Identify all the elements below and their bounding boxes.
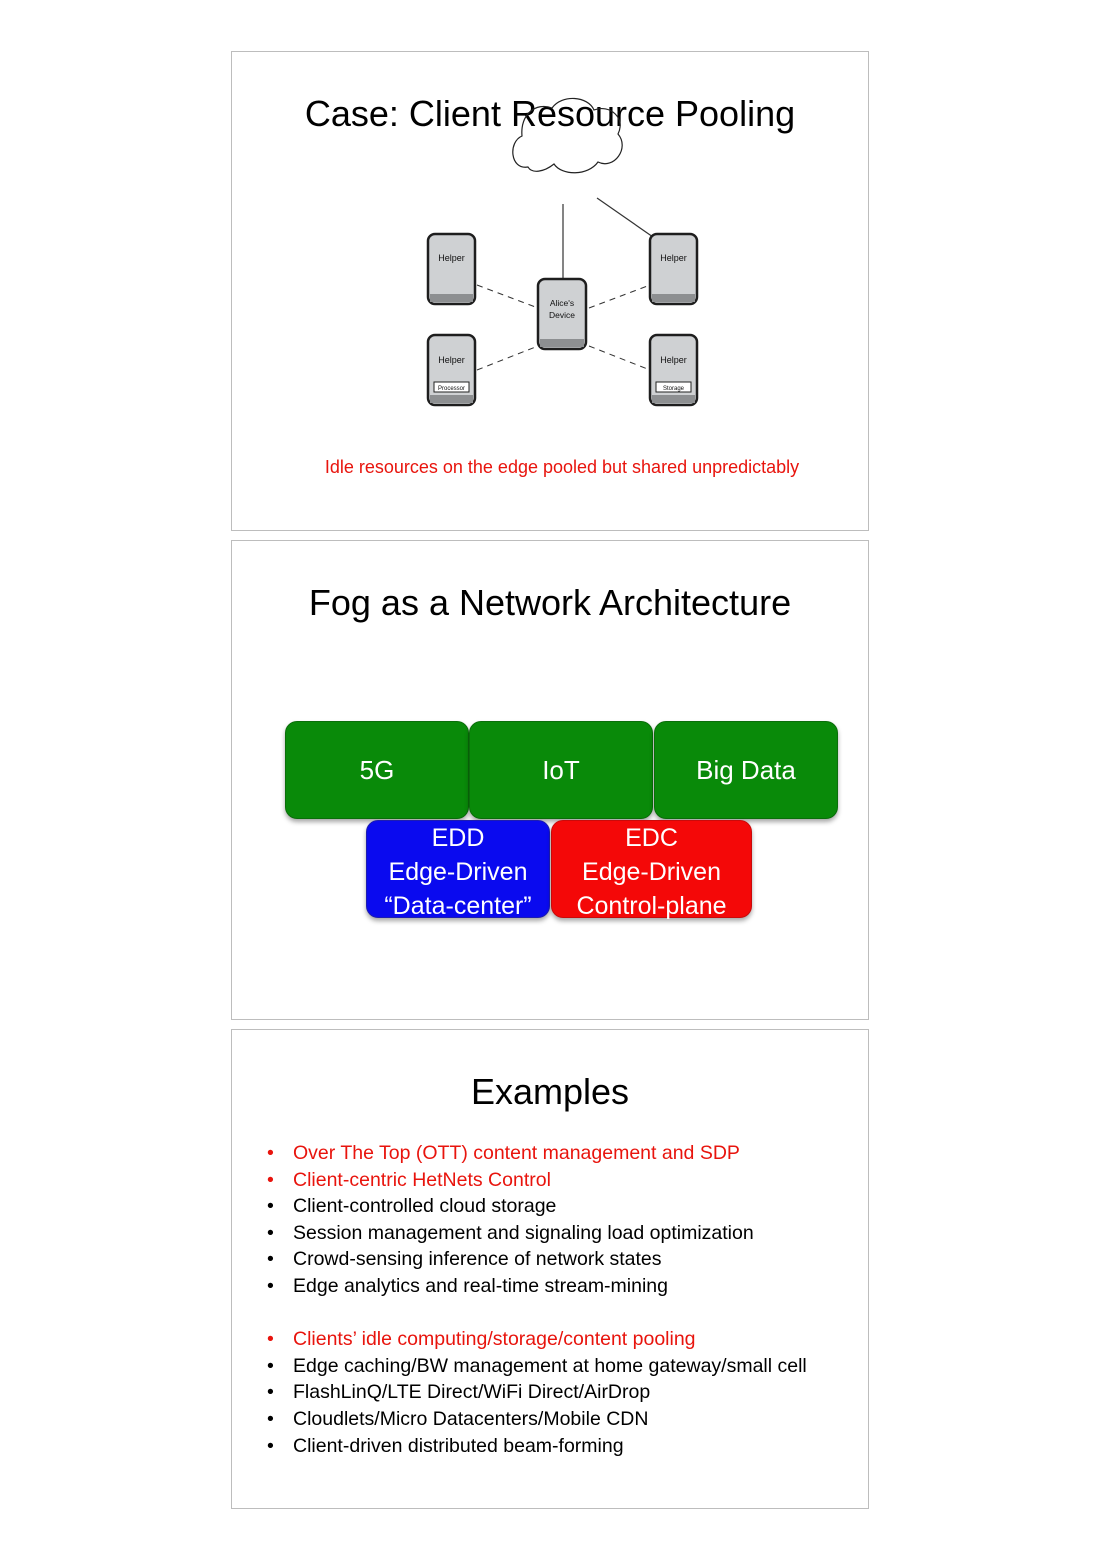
slide-caption: Idle resources on the edge pooled but sh… [324,457,800,477]
dashed-link [476,284,539,309]
list-item: Clients’ idle computing/storage/content … [264,1326,807,1353]
alice-device: Alice's Device [536,277,588,351]
helper-device-bottom-right: Helper Storage [648,333,699,407]
list-item: Edge caching/BW management at home gatew… [264,1353,807,1380]
processor-label: Processor [438,386,465,392]
box-big-data-label: Big Data [696,754,796,785]
edc-line1: EDC [625,824,678,852]
center-label-line2: Device [549,310,575,320]
helper-device-top-right: Helper [648,232,699,306]
cloud-link-helper-right [596,197,654,238]
box-edd: EDD Edge-Driven “Data-center” [366,820,550,920]
slide-client-resource-pooling: Case: Client Resource Pooling Helper Hel… [231,51,869,531]
slide-title: Fog as a Network Architecture [308,582,792,623]
slide-fog-architecture: Fog as a Network Architecture 5G IoT Big… [231,540,869,1020]
edc-line2: Edge-Driven [582,858,721,886]
center-label-line1: Alice's [550,298,574,308]
box-edc: EDC Edge-Driven Control-plane [551,820,752,920]
resource-pooling-diagram: Helper Helper Alice's Device Helper Proc… [426,97,699,407]
list-item: Over The Top (OTT) content management an… [264,1140,807,1167]
helper-device-bottom-left: Helper Processor [426,333,477,407]
slide-examples: Examples Over The Top (OTT) content mana… [231,1029,869,1509]
list-item: Crowd-sensing inference of network state… [264,1246,807,1273]
list-item: Edge analytics and real-time stream-mini… [264,1273,807,1300]
helper-label: Helper [660,355,687,365]
dashed-link [476,345,539,371]
list-item: Client-controlled cloud storage [264,1193,807,1220]
helper-label: Helper [438,355,465,365]
box-iot: IoT [469,721,653,819]
box-5g-label: 5G [359,754,395,785]
edd-line2: Edge-Driven [388,858,528,886]
edc-line3: Control-plane [576,892,727,920]
edd-line1: EDD [431,824,485,852]
storage-label: Storage [663,386,685,392]
box-5g: 5G [285,721,469,819]
list-item: Client-centric HetNets Control [264,1167,807,1194]
examples-list: Over The Top (OTT) content management an… [264,1140,807,1459]
list-item: Client-driven distributed beam-forming [264,1433,807,1460]
helper-label: Helper [438,253,465,263]
list-item: Cloudlets/Micro Datacenters/Mobile CDN [264,1406,807,1433]
dashed-link [588,284,651,309]
dashed-link [588,345,651,371]
edd-line3: “Data-center” [384,892,532,920]
slide-title: Examples [470,1071,630,1112]
helper-device-top-left: Helper [426,232,477,306]
list-item: Session management and signaling load op… [264,1220,807,1247]
box-iot-label: IoT [542,754,580,785]
slide-title: Case: Client Resource Pooling [304,93,796,134]
cloud-icon [512,97,623,174]
list-item: FlashLinQ/LTE Direct/WiFi Direct/AirDrop [264,1379,807,1406]
box-big-data: Big Data [654,721,838,819]
helper-label: Helper [660,253,687,263]
